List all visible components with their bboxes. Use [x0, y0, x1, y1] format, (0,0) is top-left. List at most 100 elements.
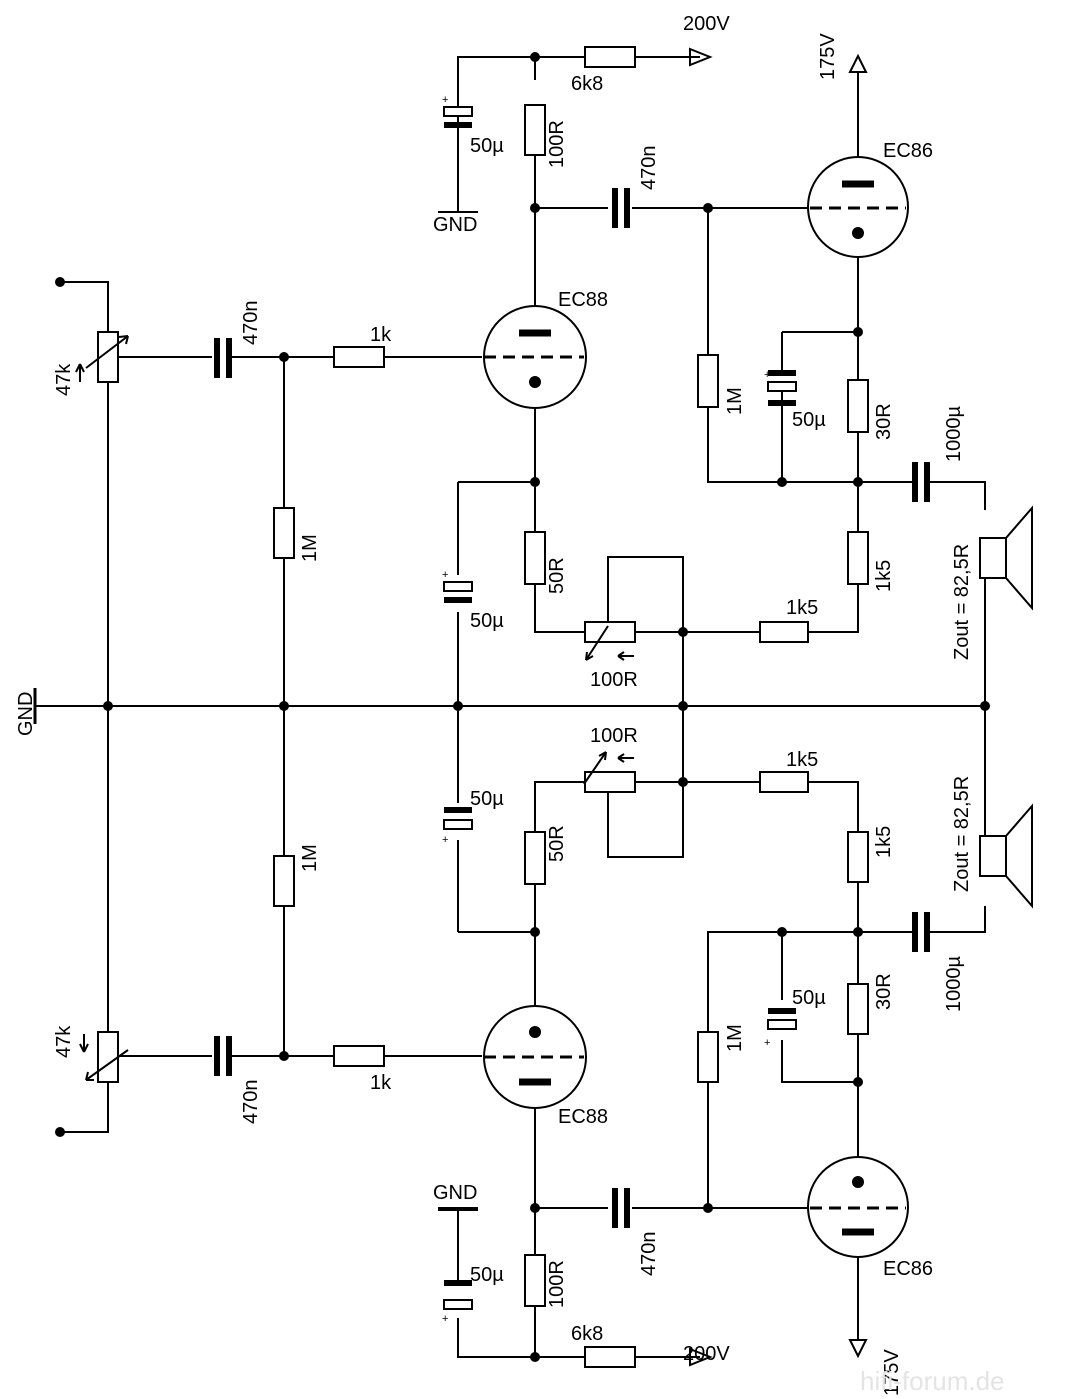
junctions	[55, 52, 990, 1362]
label-200v-top: 200V	[683, 13, 730, 35]
resistor-1M-ec86-bottom	[697, 1031, 719, 1083]
watermark-text: hifi-forum.de	[860, 1366, 1005, 1396]
label-175v-top: 175V	[817, 33, 839, 80]
resistor-100R-bottom	[524, 1254, 546, 1307]
label-ec88-top: EC88	[558, 289, 608, 311]
label-ec86-top: EC86	[883, 140, 933, 162]
label-50u-supply-top: 50µ	[470, 135, 504, 157]
label-1k-bottom: 1k	[370, 1072, 392, 1094]
pot-47k-bottom	[79, 1031, 129, 1083]
label-100R-top: 100R	[546, 120, 568, 168]
resistor-50R-top	[524, 531, 546, 585]
resistors	[273, 46, 869, 1368]
arrow-175v-top-icon	[848, 53, 868, 73]
resistor-1k-top	[333, 346, 385, 368]
label-1k5-horiz-bottom: 1k5	[786, 749, 818, 771]
arrow-200v-top-icon	[689, 47, 713, 67]
capacitors	[214, 106, 930, 1310]
arrow-200v-bottom-icon	[689, 1347, 713, 1367]
pot-47k-top	[75, 331, 129, 383]
label-1M-ec86-bottom: 1M	[724, 1024, 746, 1052]
label-gnd-top: GND	[433, 214, 477, 236]
label-47k-top: 47k	[53, 363, 75, 396]
cap-50u-ec88-bottom	[443, 807, 473, 830]
cap-50u-supply-top	[438, 106, 478, 213]
cap-50u-ec88-top	[443, 581, 473, 603]
label-50u-ec88-bottom: 50µ	[470, 788, 504, 810]
cap-470n-top-input	[214, 338, 232, 378]
resistor-30R-bottom	[847, 983, 869, 1035]
tube-ec88-bottom	[483, 1005, 587, 1109]
speaker-top-icon	[979, 505, 1033, 611]
label-gnd-bottom: GND	[433, 1182, 477, 1204]
label-50u-supply-bottom: 50µ	[470, 1264, 504, 1286]
label-470n-top-input: 470n	[240, 301, 262, 346]
resistor-100R-top	[524, 104, 546, 156]
label-6k8-bottom: 6k8	[571, 1323, 603, 1345]
label-ec86-bottom: EC86	[883, 1258, 933, 1280]
svg-text:+: +	[442, 1313, 448, 1325]
label-50u-ec88-top: 50µ	[470, 610, 504, 632]
label-50R-top: 50R	[546, 557, 568, 594]
label-47k-bottom: 47k	[53, 1025, 75, 1058]
label-1k-top: 1k	[370, 324, 392, 346]
label-1000u-bottom: 1000µ	[943, 956, 965, 1012]
speaker-bottom-icon	[979, 803, 1033, 909]
label-6k8-top: 6k8	[571, 73, 603, 95]
tube-ec86-bottom	[807, 1156, 909, 1258]
cap-50u-ec86-top	[767, 370, 797, 412]
label-pot-100R-bottom: 100R	[590, 725, 638, 747]
cap-50u-supply-bottom	[438, 1209, 478, 1310]
label-zout-bottom: Zout = 82,5R	[951, 776, 973, 892]
pot-100R-top	[584, 621, 636, 661]
svg-text:+: +	[442, 569, 448, 581]
label-100R-bottom: 100R	[546, 1260, 568, 1308]
svg-text:+: +	[442, 94, 448, 106]
label-175v-bottom: 175V	[881, 1349, 903, 1396]
label-1M-grid-top: 1M	[299, 534, 321, 562]
label-50u-ec86-top: 50µ	[792, 409, 826, 431]
label-1000u-top: 1000µ	[943, 406, 965, 462]
label-30R-bottom: 30R	[873, 973, 895, 1010]
cap-470n-top-coupling	[612, 188, 630, 228]
label-470n-top-coupling: 470n	[638, 146, 660, 191]
resistor-1k5-horiz-top	[759, 621, 809, 643]
resistor-50R-bottom	[524, 831, 546, 885]
label-1k5-horiz-top: 1k5	[786, 597, 818, 619]
resistor-6k8-top	[584, 46, 636, 68]
label-gnd-main: GND	[15, 692, 37, 736]
resistor-1k-bottom	[333, 1045, 385, 1067]
cap-1000u-top	[912, 462, 930, 502]
label-470n-bottom-input: 470n	[240, 1080, 262, 1125]
label-1M-ec86-top: 1M	[724, 387, 746, 415]
resistor-1k5-vert-top	[847, 531, 869, 585]
resistor-1k5-horiz-bottom	[759, 771, 809, 793]
label-1k5-vert-top: 1k5	[873, 560, 895, 592]
resistor-1M-ec86-top	[697, 354, 719, 408]
resistor-1M-grid-bottom	[273, 855, 295, 907]
label-50u-ec86-bottom: 50µ	[792, 987, 826, 1009]
tube-ec88-top	[483, 305, 587, 409]
cap-470n-bottom-coupling	[612, 1188, 630, 1228]
svg-text:+: +	[764, 1037, 770, 1049]
polarity-marks: + + + + + +	[442, 94, 770, 1325]
label-200v-bottom: 200V	[683, 1343, 730, 1365]
label-30R-top: 30R	[873, 403, 895, 440]
label-1k5-vert-bottom: 1k5	[873, 826, 895, 858]
cap-470n-bottom-input	[214, 1036, 232, 1076]
tube-ec86-top	[807, 156, 909, 258]
label-50R-bottom: 50R	[546, 825, 568, 862]
cap-50u-ec86-bottom	[767, 1008, 797, 1030]
label-ec88-bottom: EC88	[558, 1106, 608, 1128]
arrow-175v-bottom-icon	[848, 1339, 868, 1359]
resistor-1k5-vert-bottom	[847, 831, 869, 883]
pot-100R-bottom	[583, 751, 636, 793]
resistor-1M-grid-top	[273, 507, 295, 559]
svg-text:+: +	[764, 369, 770, 381]
supply-symbols	[33, 47, 868, 1367]
resistor-6k8-bottom	[584, 1346, 636, 1368]
label-1M-grid-bottom: 1M	[299, 844, 321, 872]
label-pot-100R-top: 100R	[590, 669, 638, 691]
